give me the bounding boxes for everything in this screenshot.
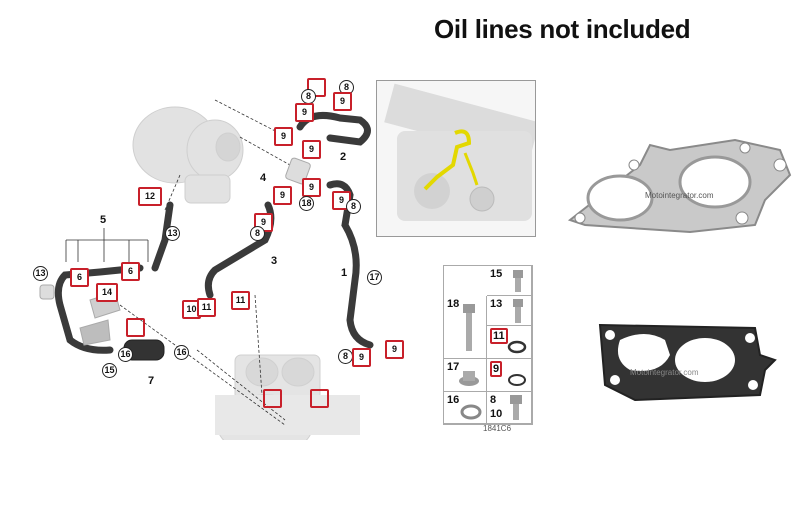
composite-gasket-image: Motointegrator.com: [598, 323, 777, 402]
diagram-artwork: [39, 99, 374, 440]
banjo-bolt-icon: [510, 395, 522, 420]
callout-8: 8: [338, 349, 353, 364]
hardware-cell-17: 17: [444, 359, 487, 392]
engine-illustration: [384, 83, 535, 221]
callout-13: 13: [33, 266, 48, 281]
watermark-text: Motointegrator.com: [630, 368, 699, 377]
long-bolt-icon: [463, 304, 475, 351]
sealing-ring-icon: [508, 374, 526, 386]
page-title: Oil lines not included: [434, 14, 691, 44]
turbocharger-top-ghost: [132, 106, 244, 204]
callout-9: 9: [273, 186, 292, 205]
callout-11: 11: [231, 291, 250, 310]
callout-9: 9: [385, 340, 404, 359]
turbocharger-bottom-ghost: [215, 354, 360, 440]
part-label-5: 5: [100, 214, 107, 226]
callout-13: 13: [165, 226, 180, 241]
callout-8: 8: [301, 89, 316, 104]
callout-15: 15: [102, 363, 117, 378]
callout-9: 9: [274, 127, 293, 146]
bolt-icon: [513, 270, 523, 292]
part-label-1: 1: [341, 267, 348, 279]
composite-gasket-photo: Motointegrator.com: [575, 300, 785, 430]
engine-location-inset: [376, 80, 536, 237]
callout-9: 9: [302, 140, 321, 159]
callout-16: 16: [174, 345, 189, 360]
callout-16: 16: [118, 347, 133, 362]
callout-17: 17: [367, 270, 382, 285]
part-label-7: 7: [148, 375, 155, 387]
empty-callout-box: [263, 389, 282, 408]
part-label-2: 2: [340, 151, 347, 163]
part-label-4: 4: [260, 172, 267, 184]
hardware-cell-8-10: 8 10: [487, 392, 532, 424]
callout-6: 6: [121, 262, 140, 281]
hardware-cell-18: 18: [444, 296, 487, 359]
hardware-cell-9: 9: [487, 359, 532, 392]
callout-9: 9: [302, 178, 321, 197]
callout-18: 18: [299, 196, 314, 211]
callout-9: 9: [295, 103, 314, 122]
empty-callout-box: [310, 389, 329, 408]
nut-icon: [459, 371, 479, 386]
callout-9: 9: [333, 92, 352, 111]
bolt-icon: [513, 299, 523, 323]
hardware-cell-13: 13: [487, 296, 532, 326]
callout-14: 14: [96, 283, 118, 302]
hardware-cell-15: 15: [487, 266, 532, 296]
exploded-diagram: 1 2 3 4 5 7 8 8 9 9 9 9 9 9 18 9 8 12 13…: [0, 60, 430, 440]
hose-clamp-icon: [460, 404, 482, 420]
callout-9: 9: [352, 348, 371, 367]
metal-exhaust-gasket-photo: Motointegrator.com: [550, 120, 800, 260]
callout-8: 8: [346, 199, 361, 214]
callout-6: 6: [70, 268, 89, 287]
empty-callout-box: [126, 318, 145, 337]
hardware-parts-table: 15 18 13 11 17 9 16 8 10: [443, 265, 533, 425]
group-bracket-5: [65, 228, 149, 262]
seal-ring-icon: [507, 340, 527, 354]
watermark-text: Motointegrator.com: [645, 191, 714, 200]
part-label-3: 3: [271, 255, 278, 267]
callout-12: 12: [138, 187, 162, 206]
metal-gasket-image: Motointegrator.com: [567, 138, 792, 234]
diagram-reference-code: 1841C6: [483, 424, 512, 433]
callout-11: 11: [197, 298, 216, 317]
callout-8: 8: [250, 226, 265, 241]
hardware-cell-16: 16: [444, 392, 487, 424]
hardware-cell-11: 11: [487, 326, 532, 359]
empty-callout-box: [307, 78, 326, 97]
